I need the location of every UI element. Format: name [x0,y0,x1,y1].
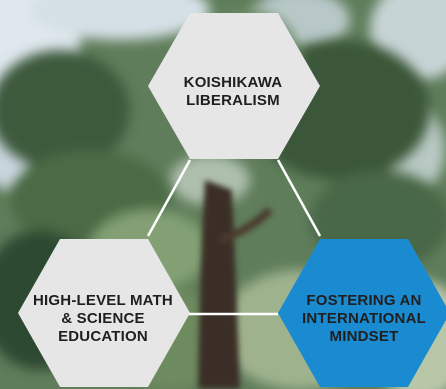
label-line: HIGH-LEVEL MATH [33,292,173,309]
label-line: INTERNATIONAL [302,310,426,327]
connector-lines [146,159,322,316]
label-line: LIBERALISM [186,92,280,109]
label-line: FOSTERING AN [306,292,422,309]
tree-trunk [198,180,273,389]
connector-top-left [146,159,192,237]
label-line: & SCIENCE [61,310,145,327]
hexagon-koishikawa-liberalism [148,13,320,159]
hexagon-math-science-education [18,239,190,387]
label-line: MINDSET [329,328,399,345]
label-koishikawa-liberalism: KOISHIKAWA LIBERALISM [148,72,318,112]
label-math-science-education: HIGH-LEVEL MATH & SCIENCE EDUCATION [18,290,188,348]
label-line: KOISHIKAWA [183,74,283,91]
label-international-mindset: FOSTERING AN INTERNATIONAL MINDSET [279,290,446,348]
label-line: EDUCATION [58,328,148,345]
hexagon-international-mindset [278,239,446,387]
connector-top-right [276,159,322,237]
